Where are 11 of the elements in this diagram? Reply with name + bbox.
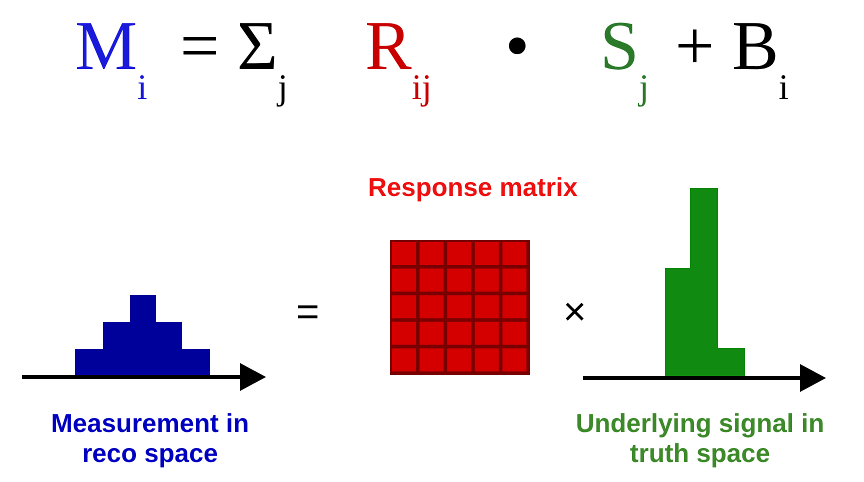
matrix-title: Response matrix [368,172,578,203]
equation-term: + B$_{i}$ [675,12,789,105]
equation-term: M$_{i}$ [75,12,148,105]
measurement-caption: Measurement in reco space [50,408,250,468]
equation-term: R$_{ij}$ [365,12,432,105]
equation-term: S$_{j}$ [600,12,649,105]
equation-term: = Σ$_{j}$ [180,12,288,105]
equals-sign: = [296,290,320,335]
equation-term: • [505,12,530,82]
times-sign: × [563,290,586,335]
signal-caption: Underlying signal in truth space [574,408,826,468]
